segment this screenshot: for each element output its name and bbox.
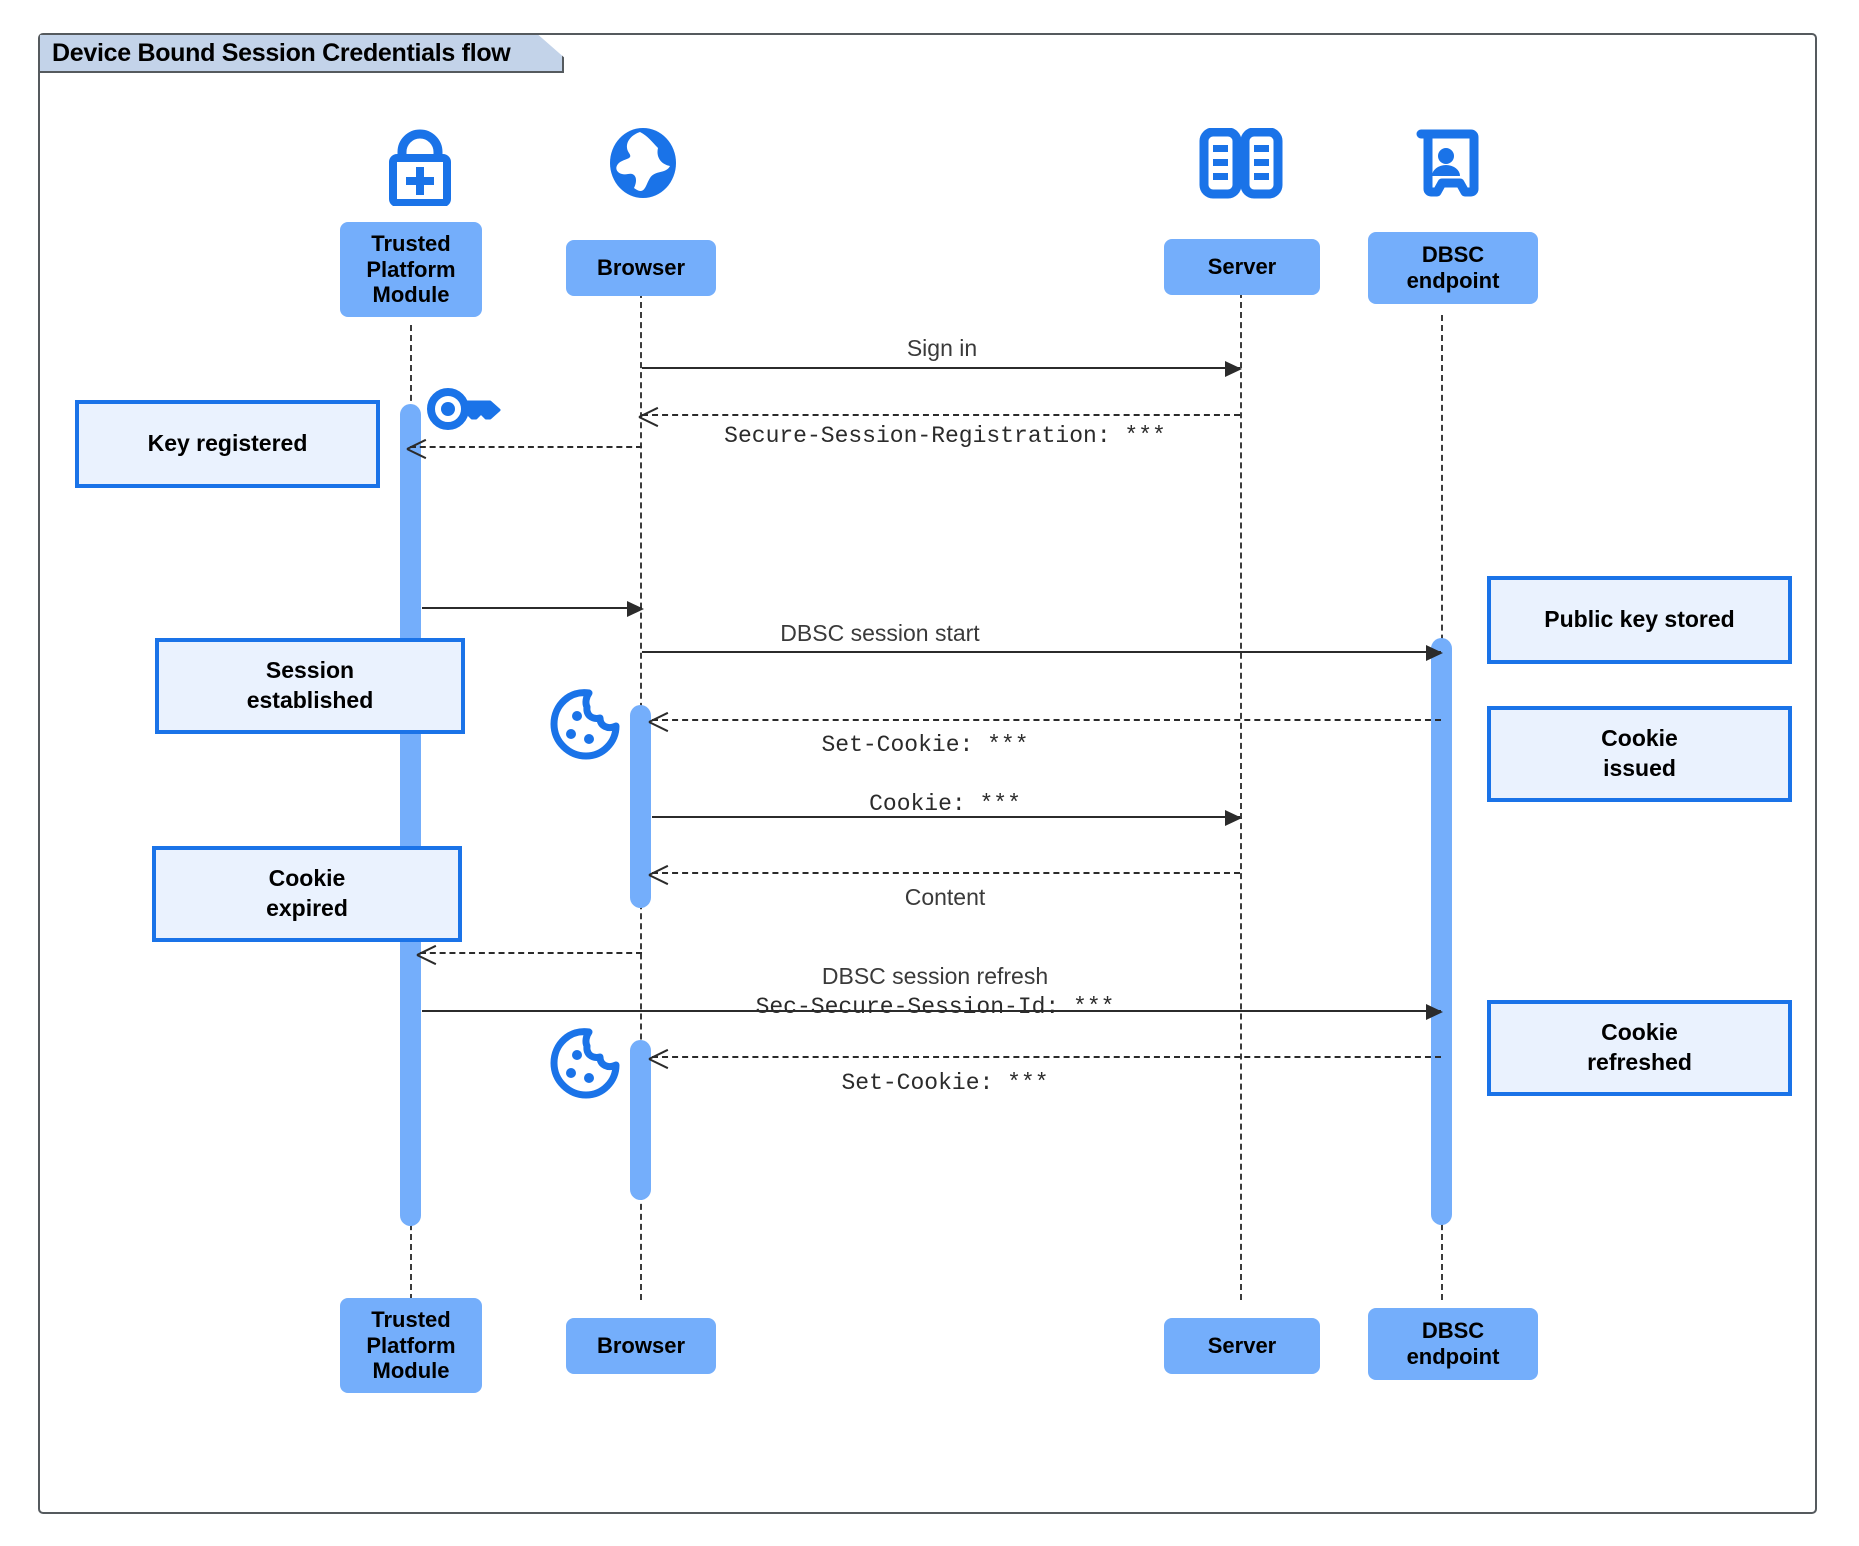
participant-tpm-top[interactable]: Trusted Platform Module [340, 222, 482, 317]
arrowhead-left-icon [407, 440, 427, 458]
message-label-sec-secure-session-id: Sec-Secure-Session-Id: *** [755, 994, 1115, 1020]
note-text: Public key stored [1544, 606, 1735, 633]
participant-label: Browser [596, 255, 686, 281]
cookie-icon [548, 688, 620, 760]
participant-dbsc-bottom[interactable]: DBSC endpoint [1368, 1308, 1538, 1380]
arrowhead-left-icon [417, 946, 437, 964]
participant-dbsc-top[interactable]: DBSC endpoint [1368, 232, 1538, 304]
participant-label: DBSC endpoint [1406, 1318, 1500, 1369]
participant-tpm-bottom[interactable]: Trusted Platform Module [340, 1298, 482, 1393]
diagram-frame [38, 33, 1817, 1514]
message-label-sign-in: Sign in [906, 335, 978, 361]
message-label-cookie: Cookie: *** [869, 791, 1021, 817]
lifeline-server [1240, 282, 1242, 1300]
participant-browser-top[interactable]: Browser [566, 240, 716, 296]
message-secure-session-registration [642, 414, 1240, 416]
arrowhead-right-icon [627, 601, 644, 617]
arrowhead-right-icon [1426, 1004, 1443, 1020]
participant-browser-bottom[interactable]: Browser [566, 1318, 716, 1374]
message-tpm-to-browser-key [422, 601, 644, 617]
participant-label: Server [1207, 1333, 1277, 1359]
message-set-cookie-2 [652, 1056, 1441, 1058]
message-dbsc-session-start [642, 645, 1443, 661]
message-label-content: Content [904, 884, 986, 910]
participant-label: Server [1207, 254, 1277, 280]
arrowhead-left-icon [639, 408, 659, 426]
participant-server-bottom[interactable]: Server [1164, 1318, 1320, 1374]
activation-bar-tpm [400, 404, 421, 1226]
cookie-icon [548, 1027, 620, 1099]
note-key-registered: Key registered [75, 400, 380, 488]
message-set-cookie-1 [652, 719, 1441, 721]
note-text: Cookie issued [1601, 725, 1678, 781]
globe-icon [598, 126, 688, 200]
participant-server-top[interactable]: Server [1164, 239, 1320, 295]
note-cookie-expired: Cookie expired [152, 846, 462, 942]
note-text: Cookie refreshed [1587, 1019, 1692, 1075]
server-racks-icon [1196, 127, 1286, 200]
note-cookie-refreshed: Cookie refreshed [1487, 1000, 1792, 1096]
message-label-dbsc-session-start: DBSC session start [780, 620, 980, 646]
message-content [652, 872, 1240, 874]
key-icon [425, 382, 509, 436]
message-sign-in [642, 361, 1242, 377]
message-cookie [652, 810, 1242, 826]
arrowhead-left-icon [649, 713, 669, 731]
participant-label: Browser [596, 1333, 686, 1359]
message-label-secure-session-registration: Secure-Session-Registration: *** [724, 423, 1166, 449]
note-text: Cookie expired [266, 865, 348, 921]
note-public-key-stored: Public key stored [1487, 576, 1792, 664]
message-dbsc-session-refresh [422, 1004, 1443, 1020]
message-browser-to-tpm-register [410, 446, 642, 448]
message-label-set-cookie-1: Set-Cookie: *** [821, 732, 1029, 758]
arrowhead-right-icon [1225, 810, 1242, 826]
note-cookie-issued: Cookie issued [1487, 706, 1792, 802]
message-label-set-cookie-2: Set-Cookie: *** [841, 1070, 1049, 1096]
arrowhead-left-icon [649, 1050, 669, 1068]
lock-plus-icon [370, 126, 470, 207]
activation-bar-browser [630, 705, 651, 908]
activation-bar-dbsc [1431, 638, 1452, 1225]
message-label-dbsc-session-refresh: DBSC session refresh [821, 963, 1049, 989]
arrowhead-right-icon [1225, 361, 1242, 377]
note-text: Session established [246, 657, 374, 713]
participant-label: DBSC endpoint [1406, 242, 1500, 293]
arrowhead-right-icon [1426, 645, 1443, 661]
arrowhead-left-icon [649, 866, 669, 884]
message-browser-to-tpm-refresh [420, 952, 642, 954]
participant-label: Trusted Platform Module [366, 230, 456, 308]
participant-label: Trusted Platform Module [366, 1306, 456, 1384]
activation-bar-browser-2 [630, 1040, 651, 1200]
diagram-title: Device Bound Session Credentials flow [40, 35, 564, 73]
note-text: Key registered [147, 430, 308, 457]
note-session-established: Session established [155, 638, 465, 734]
id-badge-icon [1412, 128, 1480, 202]
